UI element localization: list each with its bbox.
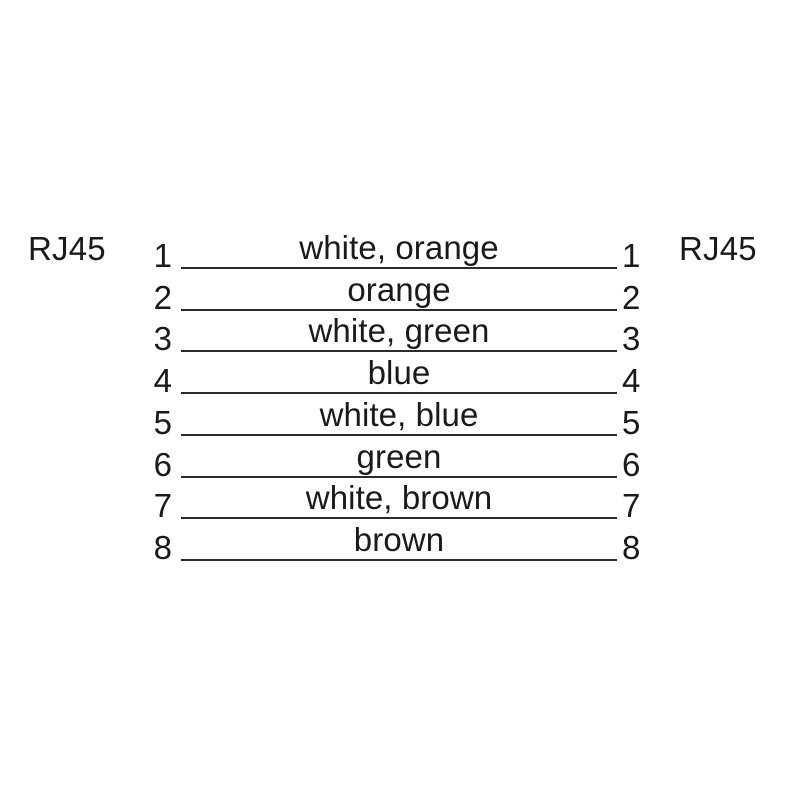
left-pin-number: 5 — [153, 403, 172, 441]
right-pin-number: 4 — [622, 362, 641, 400]
left-pin-number: 2 — [153, 278, 172, 316]
left-pin-number: 8 — [153, 528, 172, 566]
wire-color-label: orange — [347, 270, 451, 308]
wire-color-label: white, orange — [299, 229, 499, 266]
right-pin-number: 8 — [622, 528, 641, 566]
wire-line — [181, 308, 617, 311]
right-pin-number: 1 — [622, 237, 641, 274]
right-pin-number: 3 — [622, 320, 641, 358]
left-pin-number: 7 — [153, 487, 172, 525]
right-pin-number: 2 — [622, 278, 641, 316]
wire-line — [181, 433, 617, 436]
left-pin-number: 3 — [153, 320, 172, 358]
wire-color-label: blue — [367, 354, 431, 392]
wire-color-label: white, blue — [319, 395, 479, 433]
right-pin-number: 6 — [622, 445, 641, 483]
left-connector-label: RJ45 — [28, 230, 106, 267]
wire-color-label: green — [356, 437, 442, 475]
wire-line — [181, 350, 617, 353]
left-pin-number: 6 — [153, 445, 172, 483]
right-pin-number: 7 — [622, 487, 641, 525]
left-pin-number: 1 — [153, 237, 172, 274]
wire-line — [181, 475, 617, 478]
wire-color-label: white, green — [308, 312, 490, 350]
wire-line — [181, 392, 617, 395]
right-connector-label: RJ45 — [679, 230, 757, 267]
wire-line — [181, 517, 617, 520]
wire-color-label: white, brown — [305, 479, 493, 517]
wire-color-label: brown — [353, 520, 445, 558]
wire-line — [181, 558, 617, 561]
wire-line — [181, 267, 617, 269]
right-pin-number: 5 — [622, 403, 641, 441]
left-pin-number: 4 — [153, 362, 172, 400]
